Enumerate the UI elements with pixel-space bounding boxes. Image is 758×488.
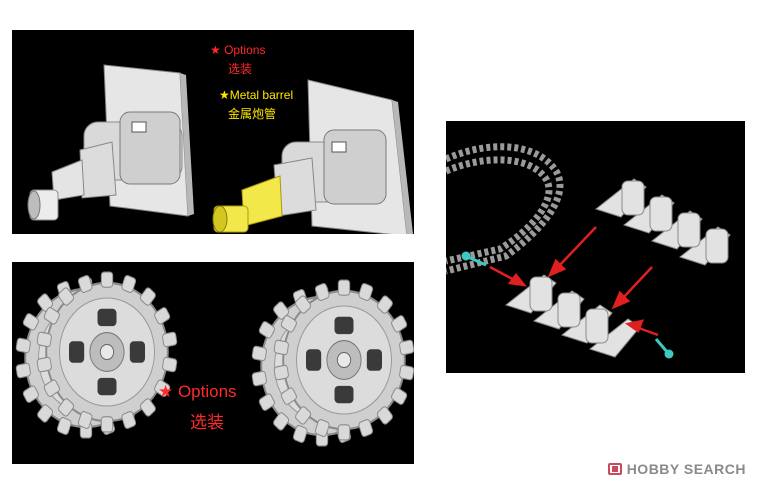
hobby-search-watermark: HOBBY SEARCH (607, 461, 746, 477)
sprocket-right (250, 278, 414, 447)
metal-barrel-label-cn: 金属炮管 (228, 107, 277, 121)
watermark-text: HOBBY SEARCH (626, 461, 746, 477)
track-assembly-panel (446, 121, 745, 373)
sprocket-options-panel: ★ Options 选装 (12, 262, 414, 464)
barrel-illustration (27, 64, 413, 234)
options-label: ★ Options (210, 43, 266, 57)
options-label: ★ Options (158, 382, 237, 401)
options-label-cn: 选装 (228, 62, 253, 76)
track-run (446, 143, 564, 275)
options-label-cn: 选装 (190, 413, 224, 432)
track-illustration (446, 143, 731, 359)
metal-barrel-label: ★Metal barrel (219, 88, 294, 102)
track-links-upper (594, 178, 731, 266)
track-links-lower (504, 274, 641, 358)
assembly-arrows (489, 226, 659, 337)
metal-barrel-mantlet (212, 79, 413, 234)
barrel-options-panel: ★ Options 选装 ★Metal barrel 金属炮管 (12, 30, 414, 234)
hobby-search-logo-icon (607, 463, 622, 475)
sprocket-illustration (14, 270, 414, 447)
plastic-barrel-mantlet (27, 64, 194, 221)
track-pins (461, 251, 674, 359)
sprocket-left (14, 270, 179, 439)
